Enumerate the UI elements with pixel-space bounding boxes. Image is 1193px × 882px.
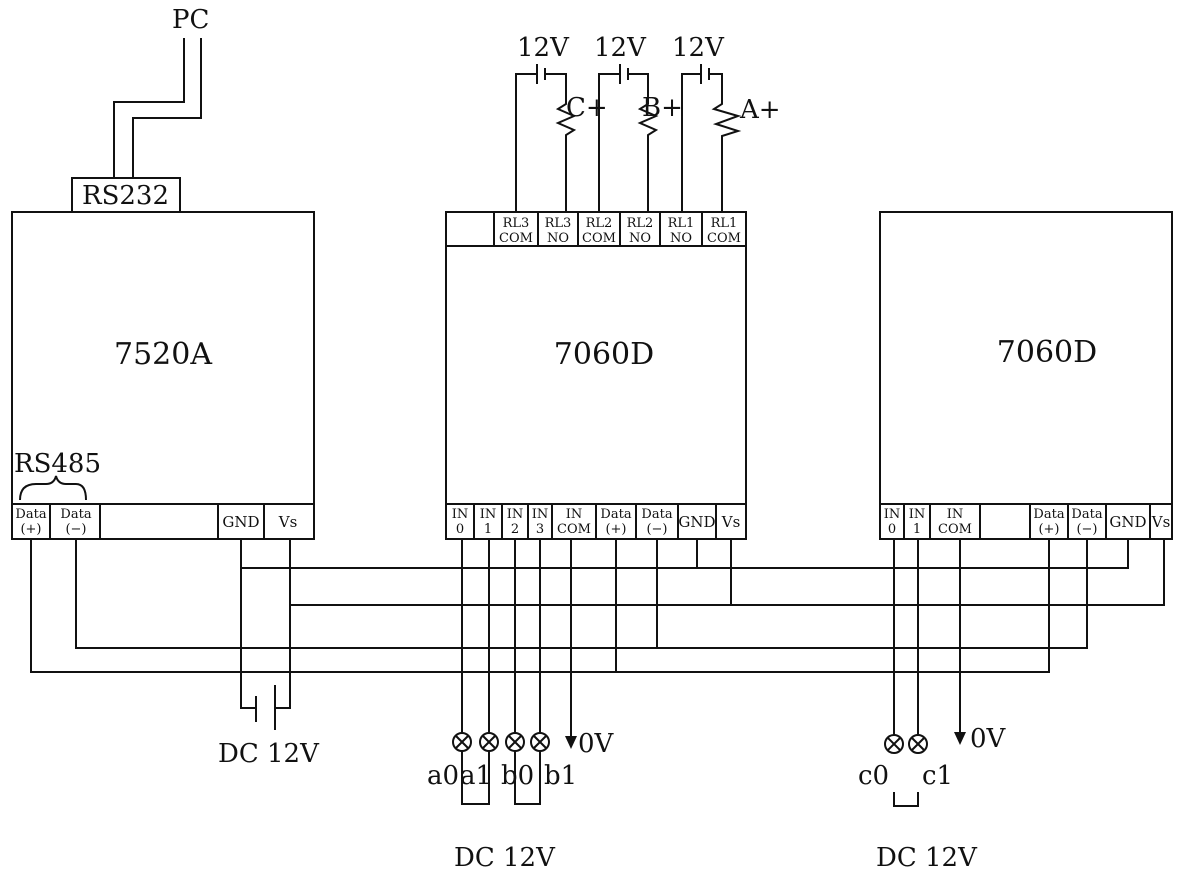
c-in3-l2: 3 bbox=[536, 522, 544, 537]
r-in1-l2: 1 bbox=[913, 522, 921, 537]
supply-12v-a: 12V bbox=[672, 33, 725, 63]
c-incom-l1: IN bbox=[566, 507, 583, 522]
zero-v-arrow-center bbox=[565, 736, 577, 749]
pc-label: PC bbox=[172, 5, 209, 35]
rl1com-l2: COM bbox=[707, 231, 741, 246]
r-in0-l1: IN bbox=[884, 507, 901, 522]
r-gnd: GND bbox=[1109, 513, 1146, 531]
module-7520a-title: 7520A bbox=[114, 337, 212, 372]
rl2no-l1: RL2 bbox=[627, 216, 654, 231]
label-c0: c0 bbox=[858, 761, 889, 791]
switch-c0 bbox=[884, 734, 904, 754]
rl3no-l2: NO bbox=[547, 231, 569, 246]
supply-12v-b: 12V bbox=[594, 33, 647, 63]
module-7060d-right: 7060D IN 0 IN 1 IN COM Data (+) Data (−)… bbox=[879, 211, 1173, 540]
rl2com-l1: RL2 bbox=[586, 216, 613, 231]
coil-a-label: A+ bbox=[739, 95, 781, 125]
zero-v-label-center: 0V bbox=[578, 729, 615, 759]
dc-supply-left bbox=[240, 568, 291, 730]
pc-cable bbox=[113, 38, 202, 182]
bus-wiring bbox=[30, 539, 1165, 673]
r-in0-l2: 0 bbox=[888, 522, 896, 537]
c-in3-l1: IN bbox=[532, 507, 549, 522]
m7520-data-minus-l2: (−) bbox=[65, 522, 86, 537]
rl1no-l2: NO bbox=[670, 231, 692, 246]
switch-b0 bbox=[505, 732, 525, 752]
module-7060d-center-title: 7060D bbox=[554, 337, 654, 372]
rl3no-l1: RL3 bbox=[545, 216, 572, 231]
c-incom-l2: COM bbox=[557, 522, 591, 537]
c-in0-l2: 0 bbox=[456, 522, 464, 537]
r-data-minus-l1: Data bbox=[1071, 507, 1102, 522]
module-7060d-right-title: 7060D bbox=[997, 335, 1097, 370]
r-data-minus-l2: (−) bbox=[1076, 522, 1097, 537]
c-gnd: GND bbox=[678, 513, 715, 531]
coil-b-label: B+ bbox=[642, 93, 683, 123]
c-vs: Vs bbox=[721, 513, 741, 531]
c-data-minus-l1: Data bbox=[641, 507, 672, 522]
rl2com-l2: COM bbox=[582, 231, 616, 246]
c-in0-l1: IN bbox=[452, 507, 469, 522]
switch-b1 bbox=[530, 732, 550, 752]
right-inputs bbox=[884, 539, 966, 807]
r-vs: Vs bbox=[1151, 513, 1171, 531]
label-b0: b0 bbox=[501, 761, 534, 791]
switch-c1 bbox=[908, 734, 928, 754]
rs232-label: RS232 bbox=[82, 181, 169, 211]
m7520-data-minus-l1: Data bbox=[60, 507, 91, 522]
rl1com-l1: RL1 bbox=[711, 216, 738, 231]
module-7060d-center: RL3 COM RL3 NO RL2 COM RL2 NO RL1 NO RL1… bbox=[445, 211, 747, 540]
relay-circuits bbox=[515, 64, 742, 212]
rs485-label: RS485 bbox=[14, 449, 101, 479]
c-in1-l1: IN bbox=[480, 507, 497, 522]
dc-power-label: DC 12V bbox=[218, 739, 320, 769]
m7520-vs: Vs bbox=[278, 513, 298, 531]
coil-c-label: C+ bbox=[566, 93, 608, 123]
c-in2-l1: IN bbox=[507, 507, 524, 522]
r-data-plus-l1: Data bbox=[1033, 507, 1064, 522]
label-b1: b1 bbox=[544, 761, 577, 791]
rl3com-l2: COM bbox=[499, 231, 533, 246]
m7520-gnd: GND bbox=[222, 513, 259, 531]
zero-v-arrow-right bbox=[954, 732, 966, 745]
module-7520a-body bbox=[11, 211, 315, 540]
zero-v-label-right: 0V bbox=[970, 724, 1007, 754]
label-a0: a0 bbox=[427, 761, 459, 791]
center-inputs bbox=[452, 539, 577, 805]
supply-12v-c: 12V bbox=[517, 33, 570, 63]
c-data-minus-l2: (−) bbox=[646, 522, 667, 537]
r-incom-l2: COM bbox=[938, 522, 972, 537]
r-incom-l1: IN bbox=[947, 507, 964, 522]
r-in1-l1: IN bbox=[909, 507, 926, 522]
dc-label-right: DC 12V bbox=[876, 843, 978, 873]
rs485-brace bbox=[19, 475, 87, 501]
rl2no-l2: NO bbox=[629, 231, 651, 246]
c-data-plus-l1: Data bbox=[600, 507, 631, 522]
c-data-plus-l2: (+) bbox=[605, 522, 626, 537]
module-7060d-center-body bbox=[445, 211, 747, 540]
m7520-data-plus-l2: (+) bbox=[20, 522, 41, 537]
module-7060d-right-body bbox=[879, 211, 1173, 540]
switch-a0 bbox=[452, 732, 472, 752]
module-7520a: RS232 7520A RS485 Data (+) Data (−) GND … bbox=[11, 177, 315, 540]
label-c1: c1 bbox=[922, 761, 953, 791]
r-data-plus-l2: (+) bbox=[1038, 522, 1059, 537]
c-in2-l2: 2 bbox=[511, 522, 519, 537]
c-in1-l2: 1 bbox=[484, 522, 492, 537]
label-a1: a1 bbox=[460, 761, 492, 791]
switch-a1 bbox=[479, 732, 499, 752]
rl1no-l1: RL1 bbox=[668, 216, 695, 231]
m7520-data-plus-l1: Data bbox=[15, 507, 46, 522]
dc-label-center: DC 12V bbox=[454, 843, 556, 873]
rl3com-l1: RL3 bbox=[503, 216, 530, 231]
